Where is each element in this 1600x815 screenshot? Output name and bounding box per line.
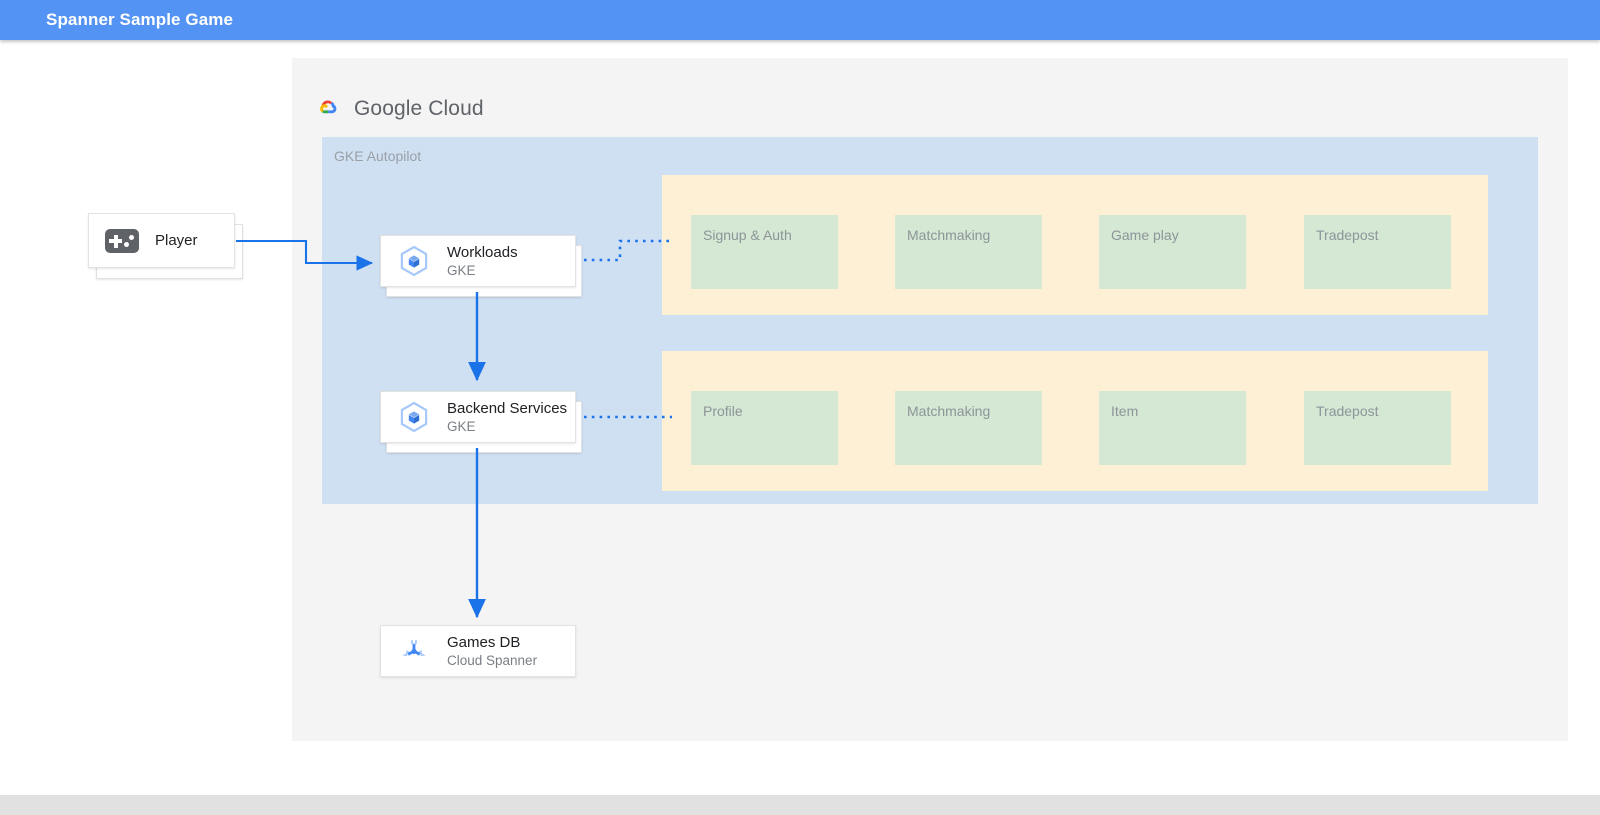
service-box-label: Item (1111, 403, 1139, 419)
app-title: Spanner Sample Game (46, 10, 234, 29)
workloads-node[interactable]: Workloads GKE (380, 235, 576, 287)
games-db-node-title: Games DB (447, 633, 521, 651)
service-box[interactable]: Tradepost (1304, 391, 1451, 465)
service-box-label: Matchmaking (907, 227, 991, 243)
google-cloud-logo-icon (312, 96, 342, 122)
games-db-node[interactable]: Games DB Cloud Spanner (380, 625, 576, 677)
service-box[interactable]: Tradepost (1304, 215, 1451, 289)
backend-services-node-text: Backend Services GKE (447, 399, 567, 436)
service-box-label: Profile (703, 403, 743, 419)
workloads-node-subtitle: GKE (447, 262, 476, 278)
player-node[interactable]: Player (88, 213, 235, 268)
app-bar: Spanner Sample Game (0, 0, 1600, 40)
player-node-title: Player (155, 232, 198, 249)
service-box-label: Game play (1111, 227, 1179, 243)
service-box[interactable]: Profile (691, 391, 838, 465)
service-box-label: Signup & Auth (703, 227, 792, 243)
architecture-diagram-canvas: Google Cloud GKE Autopilot Signup & Auth… (292, 58, 1568, 741)
player-node-text: Player (155, 231, 198, 250)
service-box-label: Tradepost (1316, 403, 1379, 419)
service-box[interactable]: Signup & Auth (691, 215, 838, 289)
backend-services-node[interactable]: Backend Services GKE (380, 391, 576, 443)
service-box[interactable]: Item (1099, 391, 1246, 465)
gamepad-icon (103, 222, 141, 260)
google-cloud-logo-text: Google Cloud (354, 97, 484, 121)
service-box[interactable]: Matchmaking (895, 215, 1042, 289)
games-db-node-subtitle: Cloud Spanner (447, 652, 538, 668)
google-cloud-logo: Google Cloud (312, 92, 484, 126)
gke-hexagon-cube-icon (395, 242, 433, 280)
service-box[interactable]: Game play (1099, 215, 1246, 289)
backend-services-node-title: Backend Services (447, 399, 568, 417)
logo-word-google: Google (354, 97, 423, 120)
horizontal-scrollbar[interactable] (0, 795, 1600, 815)
gke-autopilot-label: GKE Autopilot (334, 148, 422, 164)
service-box-label: Tradepost (1316, 227, 1379, 243)
backend-service-group: Profile Matchmaking Item Tradepost (662, 351, 1488, 491)
backend-services-node-subtitle: GKE (447, 418, 476, 434)
games-db-node-text: Games DB Cloud Spanner (447, 633, 537, 670)
workloads-node-text: Workloads GKE (447, 243, 518, 280)
gke-hexagon-cube-icon (395, 398, 433, 436)
logo-word-cloud: Cloud (428, 97, 484, 120)
workloads-service-group: Signup & Auth Matchmaking Game play Trad… (662, 175, 1488, 315)
service-box-label: Matchmaking (907, 403, 991, 419)
cloud-spanner-icon (395, 632, 433, 670)
workloads-node-title: Workloads (447, 243, 518, 261)
service-box[interactable]: Matchmaking (895, 391, 1042, 465)
